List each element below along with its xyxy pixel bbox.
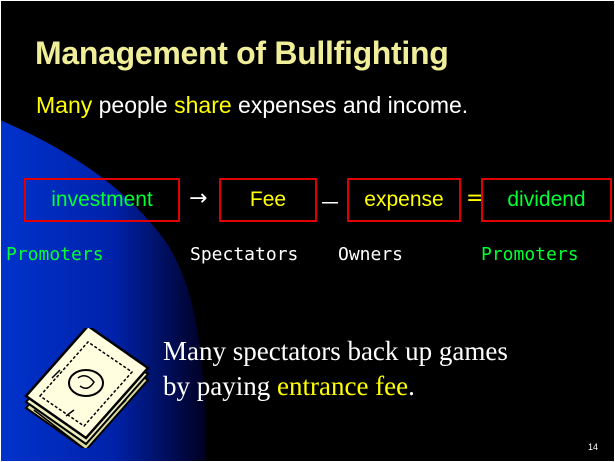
role-promoters-right: Promoters [481, 244, 579, 265]
subtitle-highlight-many: Many [36, 92, 93, 118]
fee-label: Fee [249, 188, 287, 211]
investment-label: investment [51, 188, 153, 211]
body-line-1: Many spectators back up games [163, 336, 508, 366]
subtitle-text-people: people [92, 92, 175, 118]
subtitle: Many people share expenses and income. [36, 92, 468, 119]
body-highlight-entrance-fee: entrance fee [277, 371, 409, 401]
slide-title: Management of Bullfighting [35, 35, 449, 72]
equation-row: investment → Fee － expense = dividend [0, 178, 615, 228]
role-promoters-left: Promoters [6, 244, 104, 265]
money-stack-icon [24, 328, 150, 448]
page-number: 14 [588, 442, 599, 452]
dividend-label: dividend [507, 188, 586, 211]
body-line-2: by paying entrance fee. [163, 369, 608, 404]
subtitle-text-rest: expenses and income. [231, 92, 469, 118]
fee-box: Fee [219, 178, 317, 222]
roles-row: Promoters Spectators Owners Promoters [0, 244, 615, 274]
expense-box: expense [347, 178, 461, 222]
role-spectators: Spectators [190, 244, 299, 265]
subtitle-highlight-share: share [174, 92, 232, 118]
equals-operator: = [466, 186, 485, 211]
role-owners: Owners [338, 244, 404, 265]
arrow-operator: → [189, 186, 208, 211]
investment-box: investment [24, 178, 180, 222]
body-text: Many spectators back up games by paying … [163, 334, 608, 404]
expense-label: expense [364, 188, 444, 211]
body-text-by-paying: by paying [163, 371, 277, 401]
dividend-box: dividend [481, 178, 612, 222]
slide-title-text: Management of Bullfighting [35, 35, 449, 71]
minus-operator: － [319, 192, 342, 217]
body-text-period: . [408, 371, 415, 401]
